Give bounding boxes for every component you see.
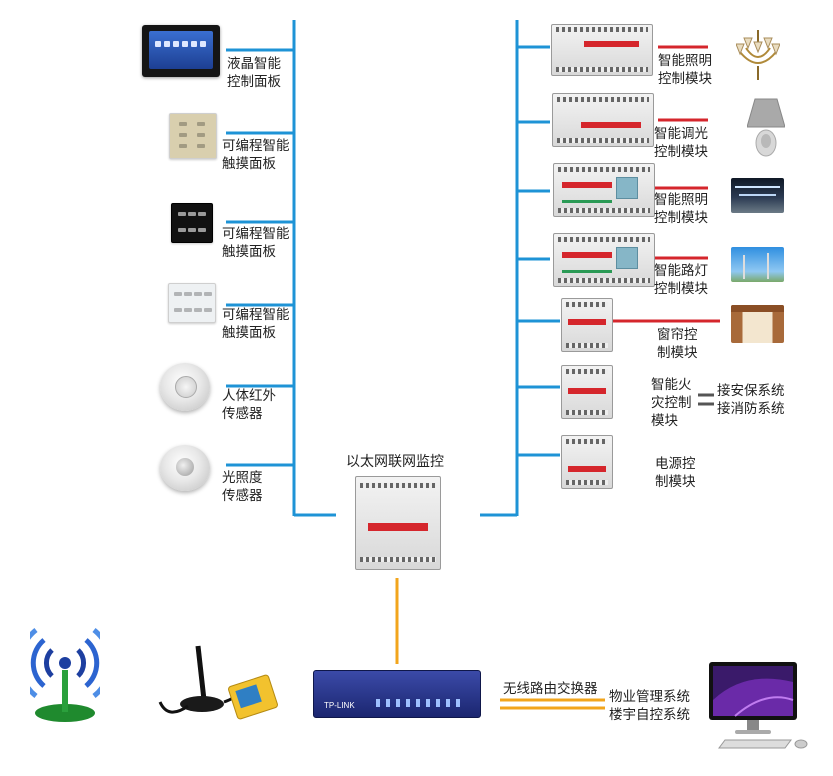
system-label: 物业管理系统楼宇自控系统	[609, 689, 690, 723]
left-label-2: 可编程智能触摸面板	[222, 138, 290, 172]
right-label-5: 窗帘控制模块	[657, 327, 698, 361]
network-switch-image: TP-LINK	[313, 670, 481, 718]
streetlight-module-image	[553, 233, 655, 287]
router-label: 无线路由交换器	[503, 681, 598, 697]
left-label-1: 液晶智能控制面板	[227, 56, 281, 90]
fire-module-image	[561, 365, 613, 419]
keypad-white-image	[168, 283, 216, 323]
lux-sensor-image	[160, 445, 210, 491]
keypad-gold-image	[169, 113, 217, 159]
right-label-1: 智能照明控制模块	[658, 53, 712, 87]
right-label-4: 智能路灯控制模块	[654, 263, 708, 297]
chandelier-image	[736, 30, 780, 80]
switch-brand-label: TP-LINK	[324, 701, 355, 710]
antenna-converter-image	[158, 645, 278, 720]
table-lamp-image	[747, 98, 785, 157]
keypad-black-image	[171, 203, 213, 243]
right-label-3: 智能照明控制模块	[654, 192, 708, 226]
left-label-4: 可编程智能触摸面板	[222, 307, 290, 341]
wifi-icon	[30, 628, 100, 722]
power-module-image	[561, 435, 613, 489]
pir-sensor-image	[160, 363, 210, 411]
center-label: 以太网联网监控	[346, 454, 444, 470]
lighting-lcd-module-image	[553, 163, 655, 217]
left-label-3: 可编程智能触摸面板	[222, 226, 290, 260]
right-label-7: 电源控制模块	[655, 456, 696, 490]
lighting-module-image	[551, 24, 653, 76]
hall-lighting-image	[731, 178, 784, 213]
fire-links-label: 接安保系统接消防系统	[717, 383, 785, 417]
dimming-module-image	[552, 93, 654, 147]
right-label-2: 智能调光控制模块	[654, 126, 708, 160]
lcd-panel-image	[142, 25, 220, 77]
left-label-5: 人体红外传感器	[222, 388, 276, 422]
street-lamp-image	[731, 247, 784, 282]
left-label-6: 光照度传感器	[222, 470, 263, 504]
right-label-6: 智能火灾控制模块	[651, 377, 692, 429]
curtain-module-image	[561, 298, 613, 352]
ethernet-gateway-image	[355, 476, 441, 570]
curtain-image	[731, 305, 784, 343]
computer-image	[709, 662, 808, 749]
